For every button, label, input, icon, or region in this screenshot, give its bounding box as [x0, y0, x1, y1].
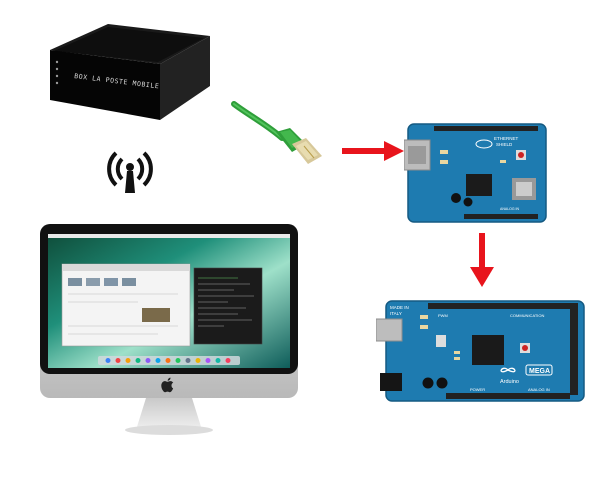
shield-label-shield: SHIELD — [496, 142, 513, 147]
italy-label: ITALY — [390, 311, 402, 316]
router-box: BOX LA POSTE MOBILE — [50, 24, 210, 120]
made-in-label: MADE IN — [390, 305, 409, 310]
mega-label: MEGA — [529, 368, 550, 375]
arrow-right — [342, 141, 404, 161]
wifi-signal-icon — [107, 151, 153, 193]
communication-label: COMMUNICATION — [510, 313, 544, 318]
arduino-label: Arduino — [500, 379, 519, 385]
ethernet-shield-board: ETHERNET SHIELD ANALOG IN — [404, 123, 547, 223]
shield-label-analog: ANALOG IN — [500, 207, 520, 211]
arrow-down — [470, 233, 494, 287]
imac-computer — [40, 224, 298, 435]
pwm-label: PWM — [438, 313, 448, 318]
arduino-mega-board: MEGA Arduino MADE IN ITALY COMMUNICATION… — [376, 300, 585, 402]
power-label: POWER — [470, 387, 485, 392]
shield-label-ethernet: ETHERNET — [494, 136, 519, 141]
ethernet-cable — [231, 101, 322, 164]
apple-logo-icon — [161, 377, 174, 393]
analog-in-label: ANALOG IN — [528, 387, 550, 392]
